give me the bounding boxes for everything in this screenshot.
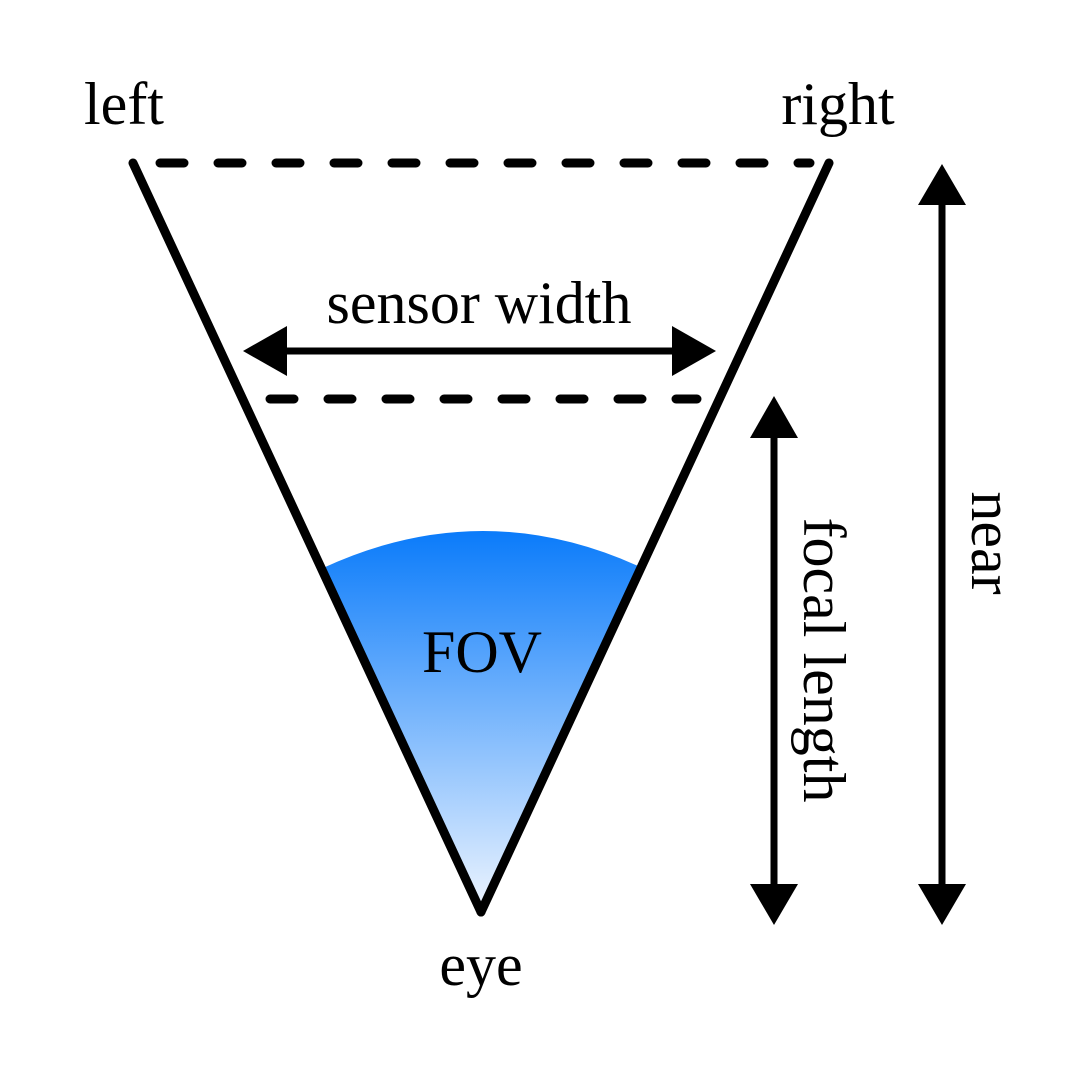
focal-length-arrow <box>750 396 798 925</box>
left-label: left <box>84 71 164 137</box>
sensor-width-arrow <box>243 326 716 376</box>
sensor-width-label: sensor width <box>327 270 632 336</box>
near-label: near <box>959 491 1025 594</box>
frustum-left-edge <box>128 158 486 917</box>
fov-wedge <box>323 530 638 912</box>
near-arrow <box>918 164 966 925</box>
frustum-right-edge <box>476 158 834 917</box>
fov-label: FOV <box>422 619 542 685</box>
eye-label: eye <box>439 932 522 998</box>
focal-length-label: focal length <box>791 518 857 803</box>
right-label: right <box>781 71 895 137</box>
